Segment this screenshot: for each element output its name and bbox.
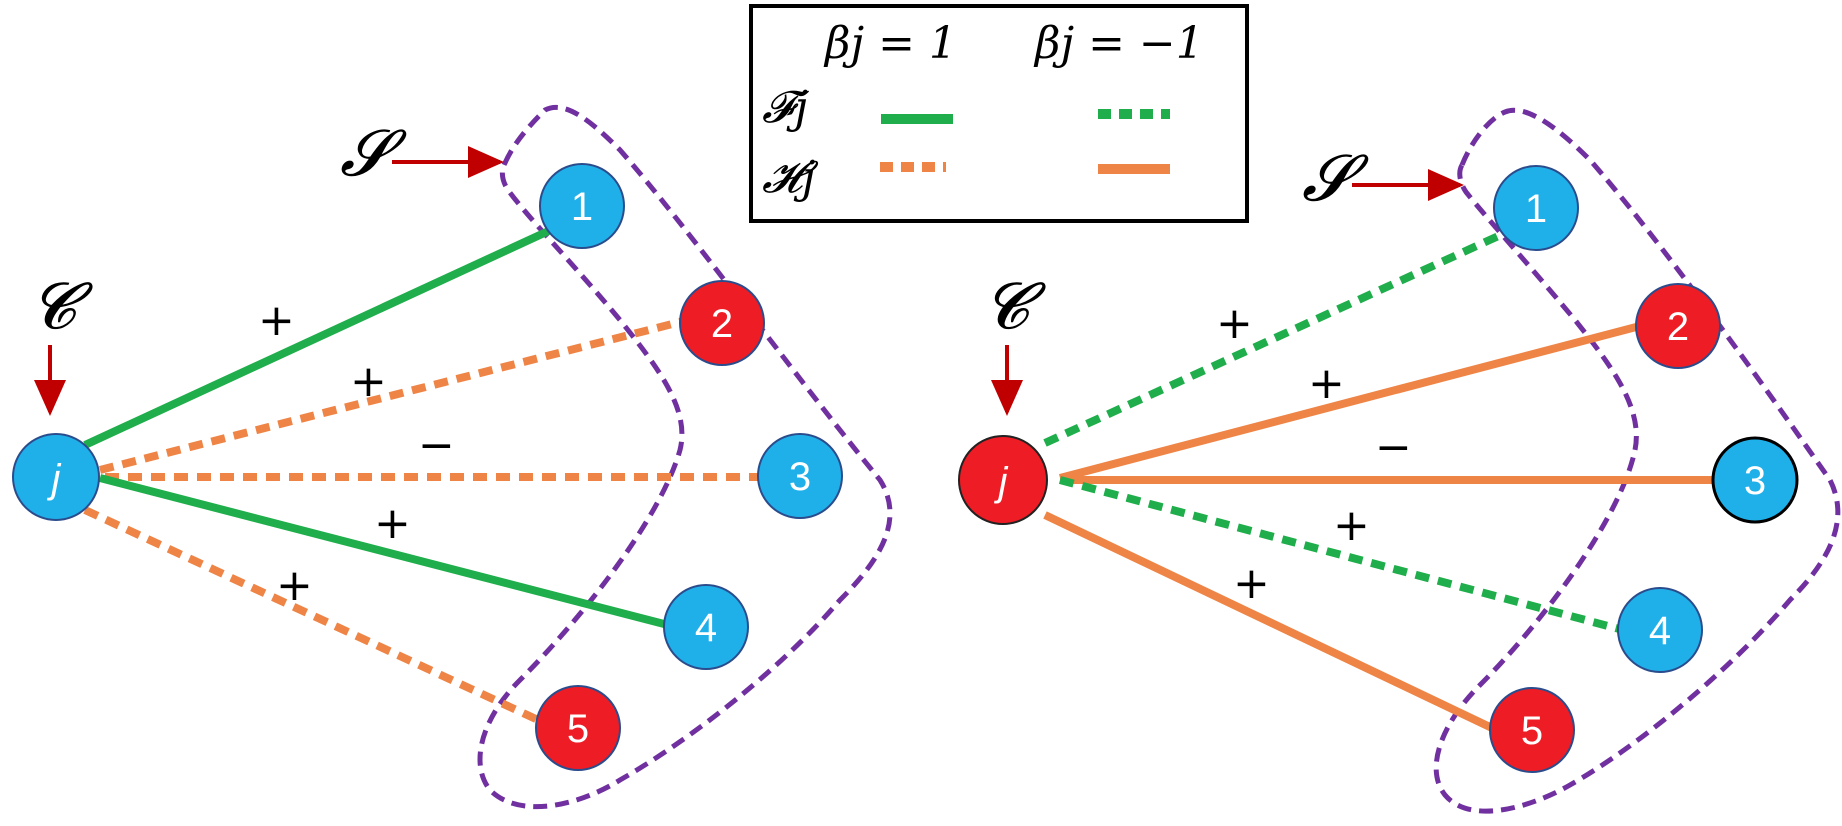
left-edge-j-4 [98,474,670,629]
legend-row1-label: 𝓕j [762,82,810,133]
svg-text:1: 1 [571,185,593,229]
legend: βj = 1 βj = −1 𝓕j 𝓗j [749,4,1249,223]
right-set-boundary [1433,107,1841,814]
right-node-3: 3 [1711,436,1799,524]
right-node-5: 5 [1489,687,1575,773]
svg-text:4: 4 [695,606,717,650]
right-edge-sign-2: + [1308,358,1345,409]
svg-text:5: 5 [567,707,589,751]
right-set-symbol: 𝓢 [1302,142,1369,216]
left-edge-j-2 [99,316,689,474]
right-node-1: 1 [1493,165,1579,251]
right-edge-j-4 [1058,476,1625,634]
svg-text:1: 1 [1525,187,1547,231]
svg-text:2: 2 [711,302,733,346]
left-center-symbol: 𝓒 [30,270,93,344]
svg-text:5: 5 [1521,709,1543,753]
left-edge-sign-4: + [374,498,411,549]
right-edge-j-5 [1043,511,1494,732]
left-set-symbol: 𝓢 [340,117,407,191]
svg-text:4: 4 [1649,609,1671,653]
legend-row2-label: 𝓗j [762,152,819,203]
right-node-4: 4 [1617,587,1703,673]
svg-text:2: 2 [1667,305,1689,349]
left-node-2: 2 [679,280,765,366]
right-edge-sign-1: + [1216,298,1253,349]
left-edge-sign-3: − [418,420,455,471]
left-edge-sign-5: + [276,560,313,611]
left-node-5: 5 [535,685,621,771]
left-graph: + + − + + 𝓢 𝓒 j 1 2 3 4 5 [12,104,893,810]
right-edge-j-2 [1058,322,1642,482]
legend-col2-header: βj = −1 [1033,18,1204,69]
right-center-symbol: 𝓒 [983,270,1046,344]
left-node-3: 3 [757,433,843,519]
legend-col1-header: βj = 1 [823,18,957,69]
right-node-2: 2 [1635,283,1721,369]
left-node-4: 4 [663,584,749,670]
right-edge-sign-3: − [1375,422,1412,473]
left-node-1: 1 [539,163,625,249]
left-edge-sign-2: + [350,356,387,407]
right-graph: + + − + + 𝓢 𝓒 j 1 2 3 4 5 [958,107,1841,814]
left-node-j: j [12,433,100,521]
right-edge-sign-5: + [1233,558,1270,609]
svg-text:3: 3 [789,455,811,499]
left-edge-j-1 [83,224,557,449]
left-edge-j-5 [83,506,540,724]
left-edge-sign-1: + [258,295,295,346]
right-edge-j-1 [1043,229,1507,447]
left-set-boundary [477,104,893,810]
right-edge-sign-4: + [1333,500,1370,551]
svg-text:3: 3 [1744,459,1766,503]
right-node-j: j [958,435,1048,525]
